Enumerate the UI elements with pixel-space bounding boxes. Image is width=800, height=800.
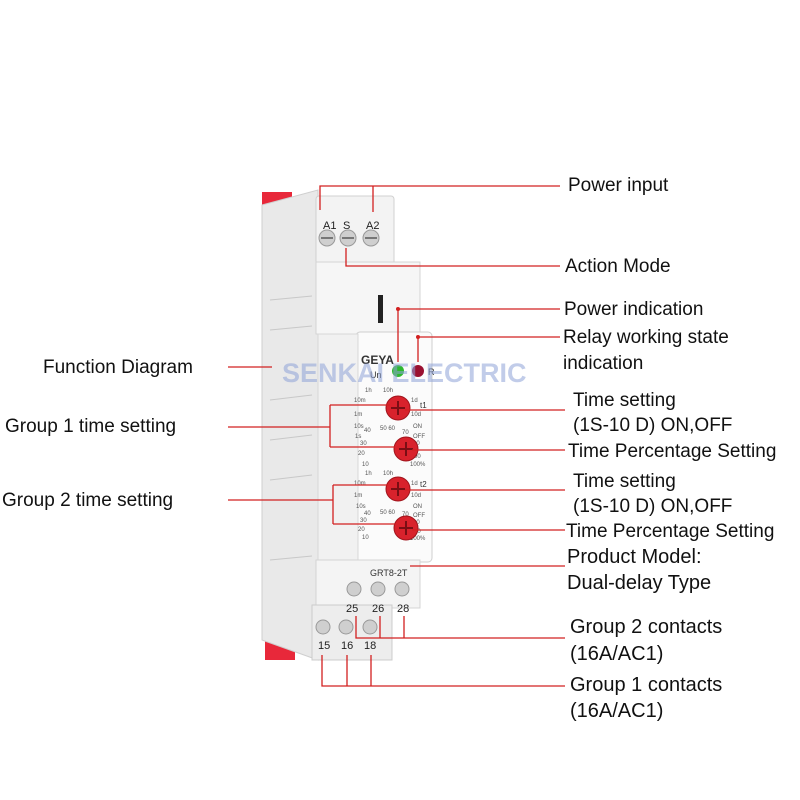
label-group1-time-setting: Group 1 time setting [5, 416, 177, 437]
label-power-indication: Power indication [564, 299, 704, 320]
top-screws [318, 229, 380, 247]
label-relay-state-line2: indication [563, 353, 644, 374]
svg-text:ON: ON [413, 504, 422, 510]
t1-label: t1 [420, 401, 427, 410]
svg-text:1h: 1h [365, 471, 372, 477]
svg-text:50 60: 50 60 [380, 510, 396, 516]
terminal-18-label: 18 [364, 640, 376, 652]
svg-text:OFF: OFF [413, 434, 425, 440]
svg-text:OFF: OFF [413, 513, 425, 519]
front-left-strip [317, 333, 359, 575]
relay-led-icon [412, 365, 424, 377]
bottom-screws-lower [315, 619, 378, 635]
label-action-mode: Action Mode [565, 256, 671, 277]
label-function-diagram: Function Diagram [43, 357, 193, 378]
label-group1-contacts-line1: Group 1 contacts [570, 674, 723, 696]
svg-text:100%: 100% [410, 536, 426, 542]
svg-text:100%: 100% [410, 462, 426, 468]
terminal-a2-label: A2 [366, 220, 379, 232]
upper-housing [315, 261, 421, 335]
svg-text:10m: 10m [354, 481, 366, 487]
svg-text:10s: 10s [356, 504, 366, 510]
svg-text:30: 30 [360, 518, 367, 524]
svg-text:10: 10 [362, 535, 369, 541]
svg-text:1s: 1s [355, 434, 361, 440]
svg-text:90: 90 [414, 454, 421, 460]
housing-slot [378, 295, 383, 323]
svg-text:10d: 10d [411, 412, 421, 418]
svg-text:10: 10 [362, 462, 369, 468]
label-group2-time-setting: Group 2 time setting [2, 490, 174, 511]
svg-text:20: 20 [358, 527, 365, 533]
label-relay-state-line1: Relay working state [563, 327, 729, 348]
terminal-16-label: 16 [341, 640, 353, 652]
label-time-setting-2: Time setting [573, 471, 676, 492]
terminal-a1-label: A1 [323, 220, 336, 232]
svg-text:20: 20 [358, 451, 365, 457]
knob-t1-range[interactable] [385, 395, 411, 421]
svg-text:1d: 1d [411, 398, 418, 404]
label-product-model-line1: Product Model: [567, 546, 702, 568]
brand-logo: GEYA [361, 353, 394, 367]
svg-text:70: 70 [402, 512, 409, 518]
label-time-setting-1: Time setting [573, 390, 676, 411]
label-range-1: (1S-10 D) ON,OFF [573, 415, 733, 436]
leader-lines [228, 185, 565, 687]
terminal-15-label: 15 [318, 640, 330, 652]
terminal-s-label: S [343, 220, 350, 232]
label-time-percentage-2: Time Percentage Setting [566, 521, 775, 542]
svg-text:10h: 10h [383, 388, 393, 394]
terminal-26-label: 26 [372, 603, 384, 615]
label-range-2: (1S-10 D) ON,OFF [573, 496, 733, 517]
svg-text:10s: 10s [354, 424, 364, 430]
svg-text:1m: 1m [354, 412, 362, 418]
svg-text:10h: 10h [383, 471, 393, 477]
svg-text:40: 40 [364, 428, 371, 434]
t2-label: t2 [420, 480, 427, 489]
relay-side-panel [261, 189, 319, 661]
terminal-25-label: 25 [346, 603, 358, 615]
knob-t2-range[interactable] [385, 476, 411, 502]
knob-t1-percent[interactable] [393, 436, 419, 462]
svg-text:30: 30 [360, 441, 367, 447]
terminal-28-label: 28 [397, 603, 409, 615]
label-group2-contacts-line2: (16A/AC1) [570, 643, 664, 665]
svg-text:ON: ON [413, 424, 422, 430]
svg-text:50 60: 50 60 [380, 426, 396, 432]
svg-text:10d: 10d [411, 493, 421, 499]
svg-text:1m: 1m [354, 493, 362, 499]
label-product-model-line2: Dual-delay Type [567, 572, 712, 594]
bottom-screws-upper [346, 581, 410, 597]
led-un-label: Un [370, 370, 382, 380]
knob-t2-percent[interactable] [393, 515, 419, 541]
watermark: SENKAI ELECTRIC [282, 358, 527, 388]
label-group1-contacts-line2: (16A/AC1) [570, 700, 664, 722]
svg-text:40: 40 [364, 511, 371, 517]
label-time-percentage-1: Time Percentage Setting [568, 441, 777, 462]
model-label: GRT8-2T [370, 568, 408, 578]
svg-text:70: 70 [402, 430, 409, 436]
label-power-input: Power input [568, 175, 669, 196]
led-r-label: R [428, 367, 435, 377]
svg-text:1h: 1h [365, 388, 372, 394]
label-group2-contacts-line1: Group 2 contacts [570, 616, 723, 638]
svg-text:1d: 1d [411, 481, 418, 487]
svg-text:10m: 10m [354, 398, 366, 404]
power-led-icon [392, 365, 404, 377]
